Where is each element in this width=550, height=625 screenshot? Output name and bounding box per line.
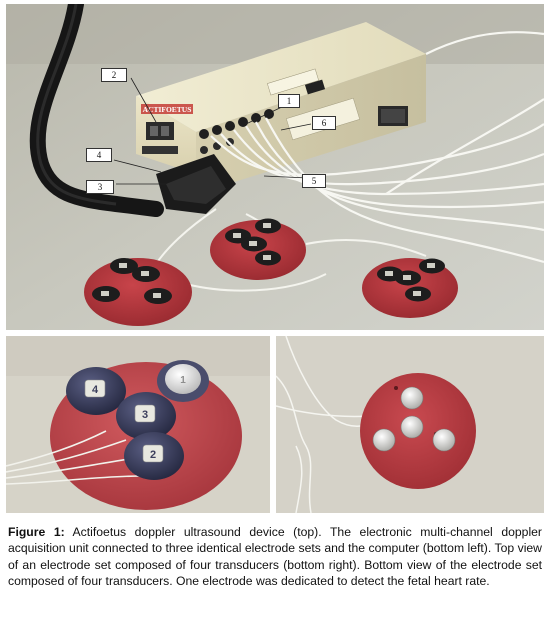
white-cables xyxy=(210,31,544,264)
br-contact-center xyxy=(400,415,424,439)
bl-transducer-3-label: 3 xyxy=(142,409,148,421)
disc-middle-transducers xyxy=(225,218,281,266)
br-disc-hole-a xyxy=(394,386,398,390)
bl-cables xyxy=(6,430,142,485)
device-brand-stripe xyxy=(141,104,193,114)
disc-right-transducers xyxy=(377,258,445,302)
device-brand-label: ACTIFOETUS xyxy=(143,105,192,114)
main-cable-highlight xyxy=(36,4,117,206)
electrode-bottom-view-photo xyxy=(276,336,544,513)
figure-caption-text: Actifoetus doppler ultrasound device (to… xyxy=(8,525,542,589)
br-contact-right xyxy=(432,428,456,452)
bl-transducer-4-label: 4 xyxy=(92,384,99,396)
electrode-bottom-view-image xyxy=(276,336,544,513)
device-photo-image: ACTIFOETUS xyxy=(6,4,544,330)
device-top-sticker xyxy=(267,68,319,96)
callout-2: 2 xyxy=(101,68,127,82)
figure-caption: Figure 1: Actifoetus doppler ultrasound … xyxy=(8,524,542,590)
bl-transducer-2-label: 2 xyxy=(150,449,156,461)
callout-4: 4 xyxy=(86,148,112,162)
electrode-top-view-photo: 4 1 3 2 xyxy=(6,336,270,513)
callout-6: 6 xyxy=(312,116,336,130)
front-connector-bar xyxy=(142,146,178,154)
bl-transducer-1-label: 1 xyxy=(180,375,186,386)
bl-transducer-4: 4 xyxy=(66,367,126,415)
callout-5: 5 xyxy=(302,174,326,188)
cable-connector-face xyxy=(166,166,226,204)
bl-transducer-3: 3 xyxy=(116,392,176,440)
front-connector-pin-b xyxy=(161,126,169,136)
bl-transducer-2: 2 xyxy=(124,432,184,480)
device-photo: ACTIFOETUS xyxy=(6,4,544,330)
br-contact-left xyxy=(372,428,396,452)
callout-1: 1 xyxy=(278,94,300,108)
callout-3: 3 xyxy=(86,180,114,194)
bl-transducer-1: 1 xyxy=(157,360,209,402)
device-top-face xyxy=(136,22,426,132)
figure-label: Figure 1: xyxy=(8,525,65,539)
electrode-top-view-image: 4 1 3 2 xyxy=(6,336,270,513)
callout-leaders xyxy=(113,77,312,185)
front-connector-pin-a xyxy=(150,126,158,136)
device-top-switch xyxy=(304,79,326,95)
device-display-screen xyxy=(381,109,405,123)
disc-left-transducers xyxy=(92,258,172,304)
electrode-disc-left xyxy=(84,258,192,326)
br-contact-top xyxy=(400,386,424,410)
